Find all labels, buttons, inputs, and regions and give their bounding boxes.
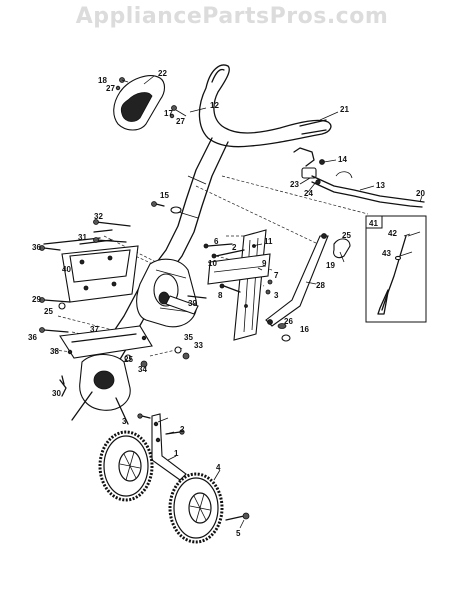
watermark: AppliancePartsPros.com [75, 4, 389, 29]
label-31: 31 [78, 233, 87, 242]
label-40: 40 [62, 265, 71, 274]
label-14: 14 [338, 155, 347, 164]
handle-tube [153, 137, 229, 273]
frame-housing [87, 258, 199, 373]
label-30: 30 [52, 389, 61, 398]
bottom-plate [59, 325, 153, 359]
label-39: 39 [188, 299, 197, 308]
label-25c: 25 [124, 355, 133, 364]
label-27b: 27 [176, 117, 185, 126]
label-2b: 2 [180, 425, 185, 434]
wheel-bolt [225, 512, 250, 521]
label-13: 13 [376, 181, 385, 190]
label-24: 24 [304, 189, 313, 198]
label-36a: 36 [32, 243, 41, 252]
label-43: 43 [382, 249, 391, 258]
clutch-cable [311, 171, 425, 208]
label-2a: 2 [232, 243, 237, 252]
label-17: 17 [164, 109, 173, 118]
label-29: 29 [32, 295, 41, 304]
wheel-left [98, 430, 154, 502]
label-26: 26 [284, 317, 293, 326]
callout-labels: 22 18 27 12 17 27 21 14 23 24 13 20 15 3… [28, 69, 425, 538]
leader-lines [121, 75, 423, 529]
label-8: 8 [218, 291, 223, 300]
label-9: 9 [262, 259, 267, 268]
lower-hardware [124, 201, 190, 368]
label-5: 5 [236, 529, 241, 538]
label-1: 1 [174, 449, 179, 458]
small-parts-26-16 [277, 323, 291, 342]
label-36b: 36 [28, 333, 37, 342]
label-18: 18 [98, 76, 107, 85]
handlebar [198, 64, 332, 148]
label-25a: 25 [44, 307, 53, 316]
depth-bracket [207, 229, 271, 341]
label-10: 10 [208, 259, 217, 268]
tine-transmission [59, 353, 131, 425]
bracket-hardware [187, 243, 273, 299]
label-19: 19 [326, 261, 335, 270]
label-38: 38 [50, 347, 59, 356]
label-23: 23 [290, 180, 299, 189]
label-22: 22 [158, 69, 167, 78]
label-3a: 3 [274, 291, 279, 300]
label-32: 32 [94, 212, 103, 221]
wheel-right [168, 472, 224, 544]
label-21: 21 [340, 105, 349, 114]
label-27a: 27 [106, 84, 115, 93]
link-rod [265, 233, 351, 327]
handle-bracket [43, 229, 139, 303]
label-6: 6 [214, 237, 219, 246]
label-16: 16 [300, 325, 309, 334]
label-4: 4 [216, 463, 221, 472]
label-20: 20 [416, 189, 425, 198]
label-37: 37 [90, 325, 99, 334]
left-screws [39, 219, 131, 385]
label-41: 41 [369, 219, 378, 228]
engine-cover [113, 75, 177, 131]
label-34: 34 [138, 365, 147, 374]
label-12: 12 [210, 101, 219, 110]
label-42: 42 [388, 229, 397, 238]
label-25b: 25 [342, 231, 351, 240]
label-3b: 3 [122, 417, 127, 426]
label-7: 7 [274, 271, 279, 280]
label-33: 33 [194, 341, 203, 350]
label-35: 35 [184, 333, 193, 342]
label-15: 15 [160, 191, 169, 200]
label-28: 28 [316, 281, 325, 290]
label-11: 11 [264, 237, 273, 246]
